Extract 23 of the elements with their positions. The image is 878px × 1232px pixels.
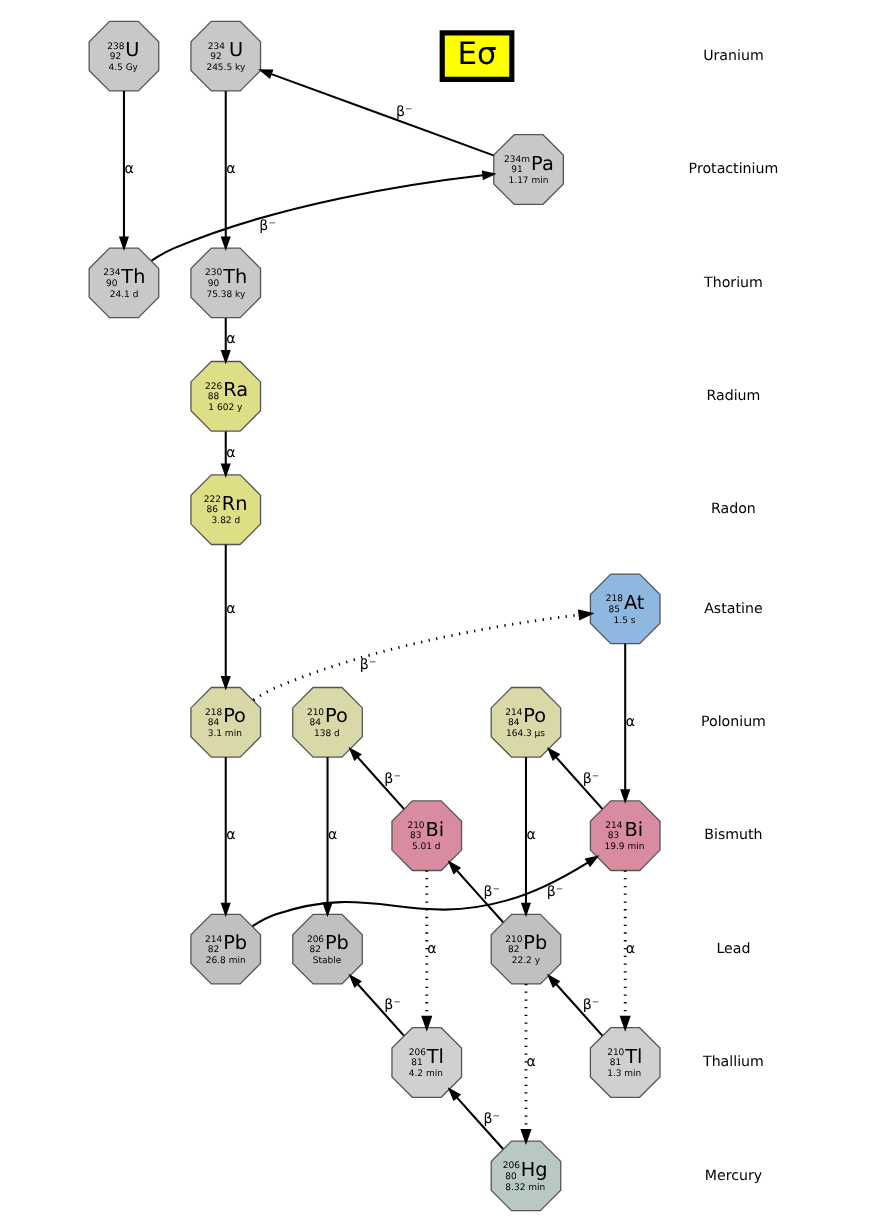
arrow (118, 90, 129, 251)
arrow (619, 870, 631, 1032)
arrow (546, 973, 604, 1037)
arrow (220, 90, 231, 251)
arrow (258, 69, 494, 157)
arrow (220, 544, 231, 691)
arrow (252, 609, 595, 702)
arrow (348, 973, 405, 1037)
arrow (620, 643, 631, 804)
arrow (251, 855, 600, 928)
arrow (421, 870, 433, 1032)
arrow (322, 757, 333, 918)
arrow (447, 1087, 504, 1150)
arrow (220, 318, 231, 365)
arrow (520, 983, 532, 1146)
arrow (151, 170, 497, 262)
arrow (348, 746, 405, 810)
arrow (520, 757, 532, 918)
arrow (220, 757, 231, 918)
arrow (220, 431, 231, 478)
arrow (447, 860, 504, 923)
node-box: Εσ (439, 30, 515, 82)
arrow (546, 746, 604, 810)
